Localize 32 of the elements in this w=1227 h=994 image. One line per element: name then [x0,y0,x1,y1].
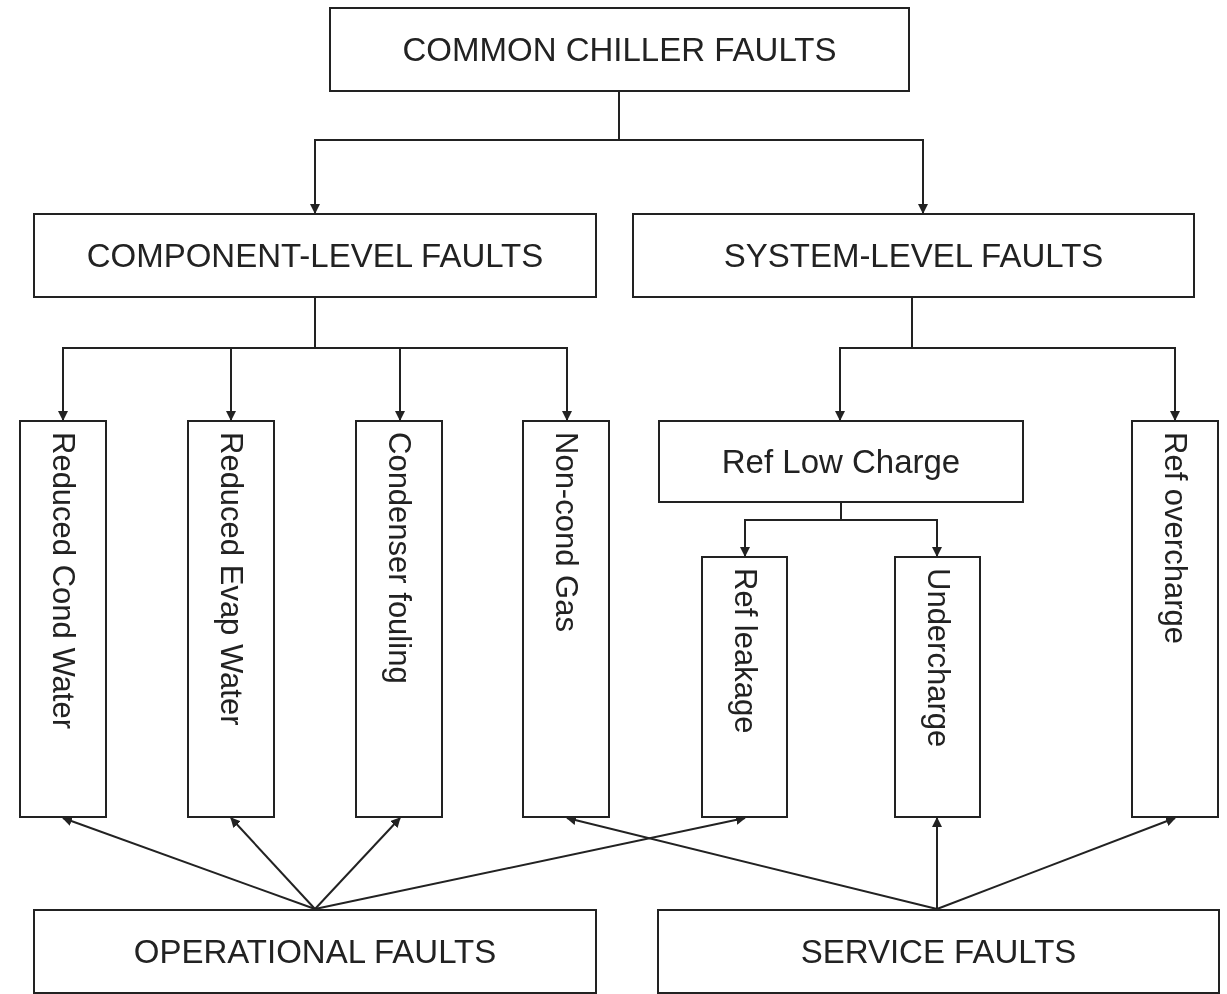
arrow [936,816,1176,910]
fault-label: Ref leakage [726,568,763,734]
fault-label: Undercharge [919,568,956,748]
fault-box [33,213,597,298]
fault-label: SERVICE FAULTS [800,932,1077,971]
fault-box [329,7,910,92]
fault-label: SYSTEM-LEVEL FAULTS [723,236,1104,275]
fault-label: OPERATIONAL FAULTS [133,932,497,971]
fault-label: Ref overcharge [1157,432,1193,644]
fault-label: COMPONENT-LEVEL FAULTS [86,236,544,275]
fault-box [632,213,1195,298]
fault-label: Reduced Cond Water [45,432,81,729]
fault-box [33,909,597,994]
fault-label: Non-cond Gas [548,432,584,632]
fault-box [1131,420,1219,818]
fault-box [658,420,1024,503]
fault-label: COMMON CHILLER FAULTS [402,30,837,69]
arrow [932,817,942,910]
fault-box [701,556,788,818]
fault-box [187,420,275,818]
fault-box [894,556,981,818]
arrow [62,816,316,910]
fault-label: Condenser fouling [381,432,417,684]
fault-box [522,420,610,818]
arrow [314,297,572,421]
fault-label: Ref Low Charge [721,442,961,481]
arrow [314,817,401,910]
arrow [230,817,316,910]
fault-box [657,909,1220,994]
fault-label: Reduced Evap Water [213,432,249,726]
fault-box [19,420,107,818]
fault-box [355,420,443,818]
